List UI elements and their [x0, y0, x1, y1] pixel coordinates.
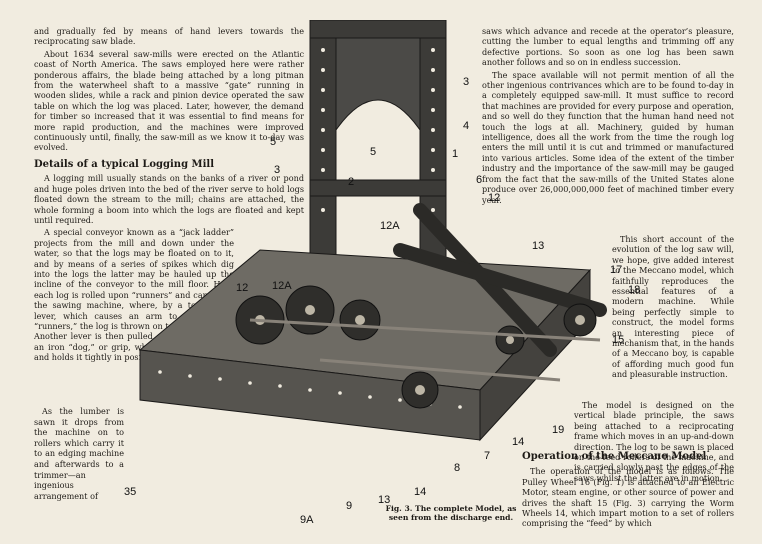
figure-label-4: 4 — [463, 120, 470, 132]
feed-shaft — [319, 358, 561, 382]
drive-shaft — [249, 318, 601, 342]
tower-cross-strip — [309, 179, 447, 197]
figure-caption: Fig. 3. The complete Model, as seen from… — [385, 504, 517, 522]
left-paragraph-3: A logging mill usually stands on the ban… — [34, 173, 304, 225]
figure-label-8: 8 — [454, 462, 461, 474]
tower-top-strip — [309, 20, 447, 39]
figure-label-1: 1 — [452, 148, 459, 160]
right-column-top: saws which advance and recede at the ope… — [482, 26, 734, 207]
tower-arch — [335, 37, 421, 132]
left-column: and gradually fed by means of hand lever… — [34, 26, 304, 365]
figure-label-18: 18 — [628, 284, 641, 296]
right-paragraph-1: saws which advance and recede at the ope… — [482, 26, 734, 68]
figure-label-9a: 9A — [300, 514, 314, 526]
figure-label-7: 7 — [484, 450, 491, 462]
figure-label-3: 3 — [463, 76, 470, 88]
figure-label-9: 9 — [346, 500, 353, 512]
left-paragraph-4: A special conveyor known as a “jack ladd… — [34, 227, 234, 363]
figure-label-5b: 5 — [370, 146, 377, 158]
figure-label-13b: 13 — [378, 494, 391, 506]
right-paragraph-3: This short account of the evolution of t… — [612, 234, 734, 380]
figure-label-13: 13 — [532, 240, 545, 252]
section-heading-operation: Operation of the Meccano Model — [522, 451, 707, 462]
right-column-lower: The model is designed on the vertical bl… — [574, 400, 734, 483]
figure-label-12-left: 12 — [236, 282, 249, 294]
left-narrow-column: As the lumber is sawn it drops from the … — [34, 406, 124, 501]
left-paragraph-5: As the lumber is sawn it drops from the … — [34, 406, 124, 501]
figure-label-5: 5 — [270, 136, 277, 148]
figure-label-2: 2 — [348, 176, 355, 188]
figure-label-35: 35 — [124, 486, 137, 498]
right-paragraph-4: The model is designed on the vertical bl… — [574, 400, 734, 483]
right-paragraph-5: The operation of the model is as follows… — [522, 466, 734, 529]
figure-label-19: 19 — [552, 424, 565, 436]
right-column-bottom: Operation of the Meccano Model The opera… — [522, 446, 734, 529]
left-paragraph-1: and gradually fed by means of hand lever… — [34, 26, 304, 47]
figure-label-6: 6 — [476, 174, 483, 186]
right-column-narrow: This short account of the evolution of t… — [612, 234, 734, 380]
right-paragraph-2: The space available will not permit ment… — [482, 69, 734, 205]
figure-label-14b: 14 — [414, 486, 427, 498]
figure-label-12a: 12A — [380, 220, 400, 232]
figure-label-12a-left: 12A — [272, 280, 292, 292]
figure-label-15: 15 — [612, 334, 625, 346]
figure-label-3b: 3 — [274, 164, 281, 176]
figure-label-17: 17 — [610, 264, 623, 276]
diagonal-strip-2 — [393, 243, 607, 317]
left-paragraph-2: About 1634 several saw-mills were erecte… — [34, 48, 304, 153]
meccano-model-illustration — [138, 20, 607, 442]
section-heading-logging-mill: Details of a typical Logging Mill — [34, 158, 215, 170]
figure-label-14: 14 — [512, 436, 525, 448]
figure-label-12: 12 — [488, 192, 501, 204]
